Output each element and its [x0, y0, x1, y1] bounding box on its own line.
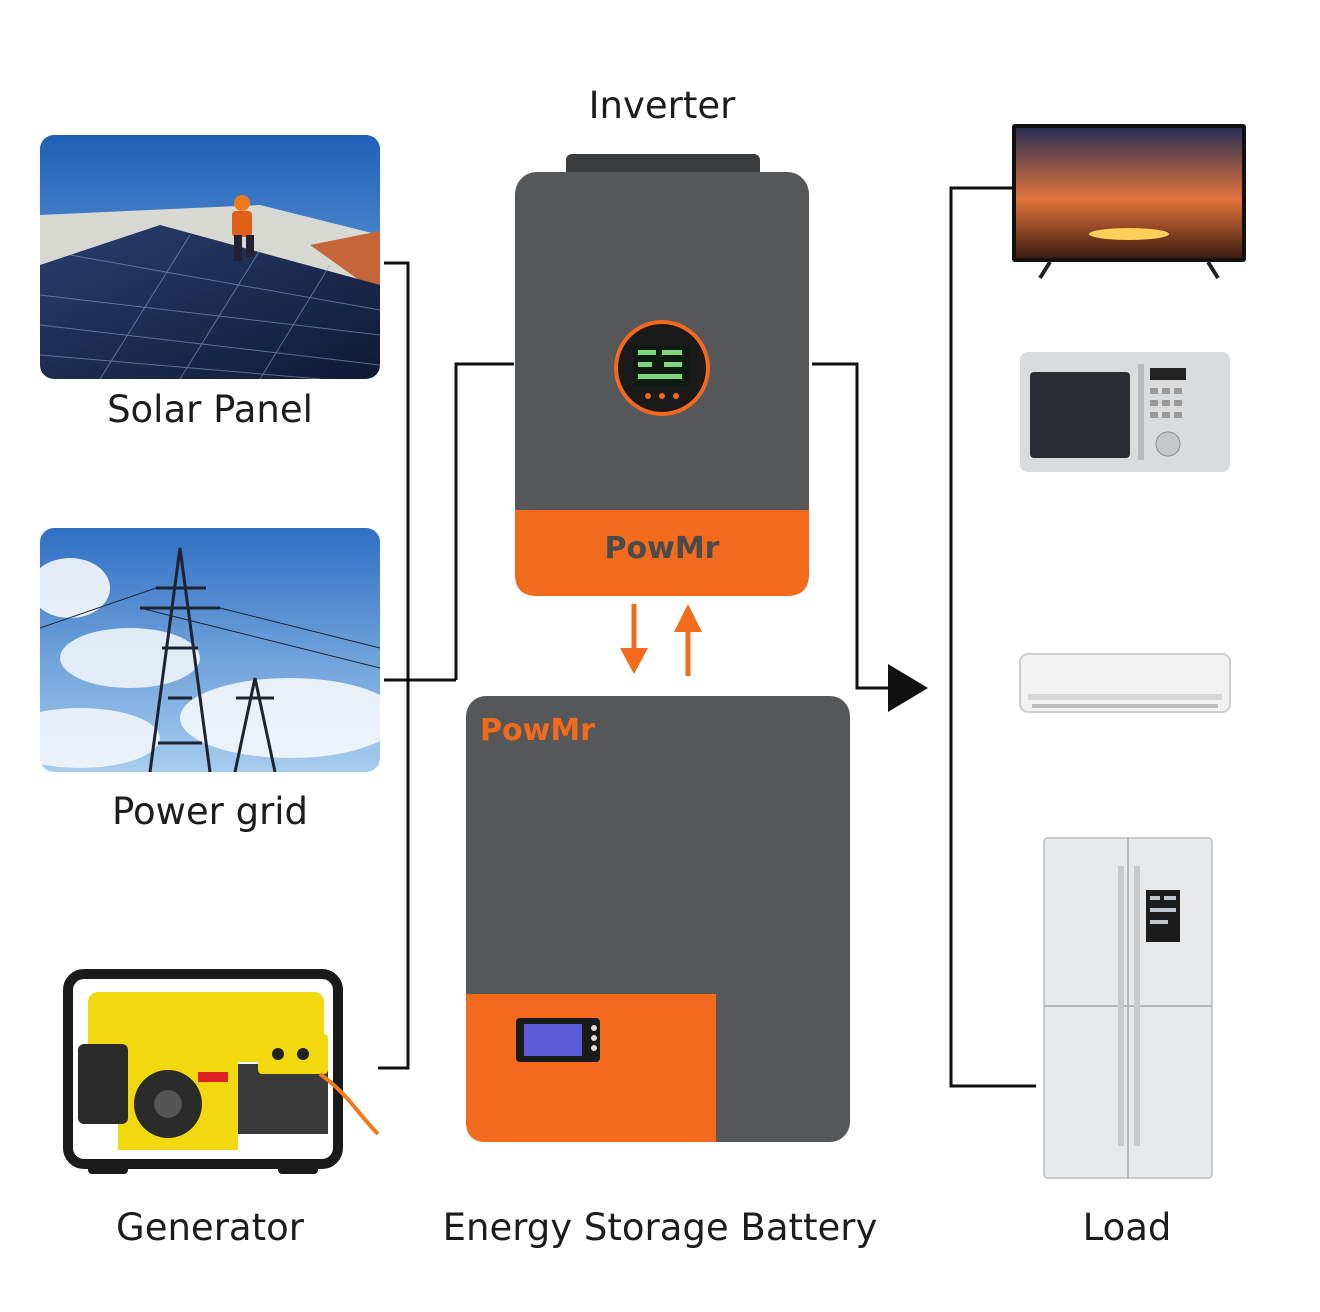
- power-grid-label: Power grid: [111, 790, 309, 833]
- charge-arrow-head-icon: [620, 648, 648, 674]
- load-label: Load: [1082, 1206, 1172, 1249]
- battery-brand: PowMr: [480, 713, 595, 748]
- inverter-brand: PowMr: [605, 531, 720, 566]
- inverter-device: PowMr: [512, 150, 812, 600]
- battery-device: PowMr: [462, 694, 854, 1146]
- solar-panel-label: Solar Panel: [107, 388, 313, 431]
- solar-wire: [378, 261, 410, 1070]
- discharge-arrow-head-icon: [674, 604, 702, 632]
- battery-label: Energy Storage Battery: [442, 1206, 878, 1249]
- solar-panel-image: [40, 135, 380, 379]
- generator-label: Generator: [116, 1206, 304, 1249]
- output-arrow-icon: [888, 664, 928, 712]
- tv-icon: [1010, 122, 1248, 280]
- load-bus-wire: [949, 186, 1036, 1088]
- inverter-label: Inverter: [588, 84, 736, 127]
- air-conditioner-icon: [1018, 650, 1232, 718]
- source-to-inverter-wire: [454, 362, 514, 680]
- inverter-to-load-wire: [812, 362, 890, 690]
- refrigerator-icon: [1042, 836, 1214, 1182]
- power-grid-image: [40, 528, 380, 772]
- generator-image: [58, 964, 380, 1184]
- microwave-icon: [1018, 350, 1232, 480]
